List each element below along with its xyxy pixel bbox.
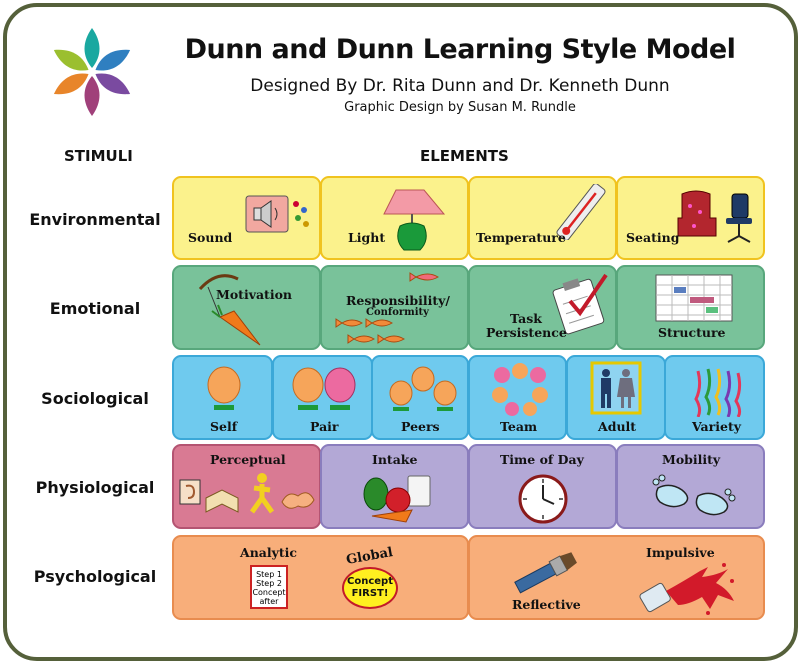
element-self: Self [172,355,273,440]
flower-logo-icon [53,28,131,116]
row-label-physiological: Physiological [35,478,155,497]
paintbrush-icon [514,552,577,594]
element-temperature: Temperature [468,176,617,260]
global-concept-badge: Concept FIRST! [342,567,398,609]
stimuli-header: STIMULI [64,147,133,165]
card-line: Step 1 [256,570,282,579]
fish-school-icon [335,272,439,344]
elements-header: ELEMENTS [420,147,509,165]
element-label: Seating [626,230,680,245]
paint-spill-icon [639,563,734,615]
element-label: Pair [310,419,339,434]
analytic-steps-card: Step 1 Step 2 Concept after [250,565,288,609]
element-peers: Peers [371,355,469,440]
row-label-environmental: Environmental [29,210,161,229]
footprints-icon [652,474,736,516]
checklist-clipboard-icon [552,273,608,335]
element-responsibility: Responsibility/ Conformity [320,265,469,350]
page-subtitle: Designed By Dr. Rita Dunn and Dr. Kennet… [250,76,670,96]
element-label: Peers [401,419,440,434]
element-pair: Pair [272,355,373,440]
element-label: Temperature [476,230,566,245]
clock-icon [518,474,568,524]
row-label-psychological: Psychological [33,567,157,586]
thermometer-icon [556,184,606,240]
peer-heads-icon [389,366,457,411]
element-label: Intake [372,452,418,467]
adults-icon [590,361,642,415]
element-intake: Intake [320,444,469,529]
head-icon [207,366,241,410]
element-task-persistence: Task Persistence [468,265,617,350]
element-label: Task [510,311,542,326]
element-label: Self [210,419,238,434]
badge-line: FIRST! [351,588,389,599]
food-icon [363,475,431,523]
element-adult: Adult [566,355,666,440]
card-line: Concept [252,588,286,597]
element-label: Motivation [216,287,293,302]
element-label: Perceptual [210,452,286,467]
chair-icon [677,190,752,243]
element-label: Responsibility/ [346,293,450,308]
element-perceptual: Perceptual [172,444,321,529]
schedule-chart-icon [655,274,733,322]
element-label: Sound [188,230,233,245]
element-label: Light [348,230,386,245]
element-seating: Seating [616,176,765,260]
element-label: Analytic [240,545,298,560]
element-analytic-global: Analytic Step 1 Step 2 Concept after Glo… [172,535,469,620]
element-label: Mobility [662,452,721,467]
row-label-sociological: Sociological [41,389,149,408]
element-label: Persistence [486,325,567,340]
row-label-emotional: Emotional [49,299,141,318]
element-label: Impulsive [646,545,715,560]
lamp-icon [383,189,446,251]
design-credit: Graphic Design by Susan M. Rundle [344,100,576,115]
element-label: Adult [598,419,637,434]
carrot-on-stick-icon [198,274,261,346]
card-line: Step 2 [256,579,282,588]
streamers-icon [694,368,742,417]
element-label: Variety [692,419,741,434]
element-sublabel: Conformity [366,307,429,318]
element-structure: Structure [616,265,765,350]
senses-icon [179,473,315,514]
speaker-icon [245,195,309,233]
two-heads-icon [292,367,356,410]
card-line: after [259,597,279,606]
element-label: Time of Day [500,452,584,467]
element-reflective-impulsive: Reflective Impulsive [468,535,765,620]
page-title: Dunn and Dunn Learning Style Model [184,34,736,65]
element-time-of-day: Time of Day [468,444,617,529]
element-variety: Variety [664,355,765,440]
team-circle-icon [492,363,548,416]
element-label: Global [345,545,395,568]
element-sound: Sound [172,176,321,260]
badge-line: Concept [347,576,393,587]
element-light: Light [320,176,469,260]
element-label: Structure [658,325,726,340]
element-team: Team [468,355,567,440]
element-motivation: Motivation [172,265,321,350]
element-label: Team [500,419,538,434]
element-label: Reflective [512,597,581,612]
element-mobility: Mobility [616,444,765,529]
